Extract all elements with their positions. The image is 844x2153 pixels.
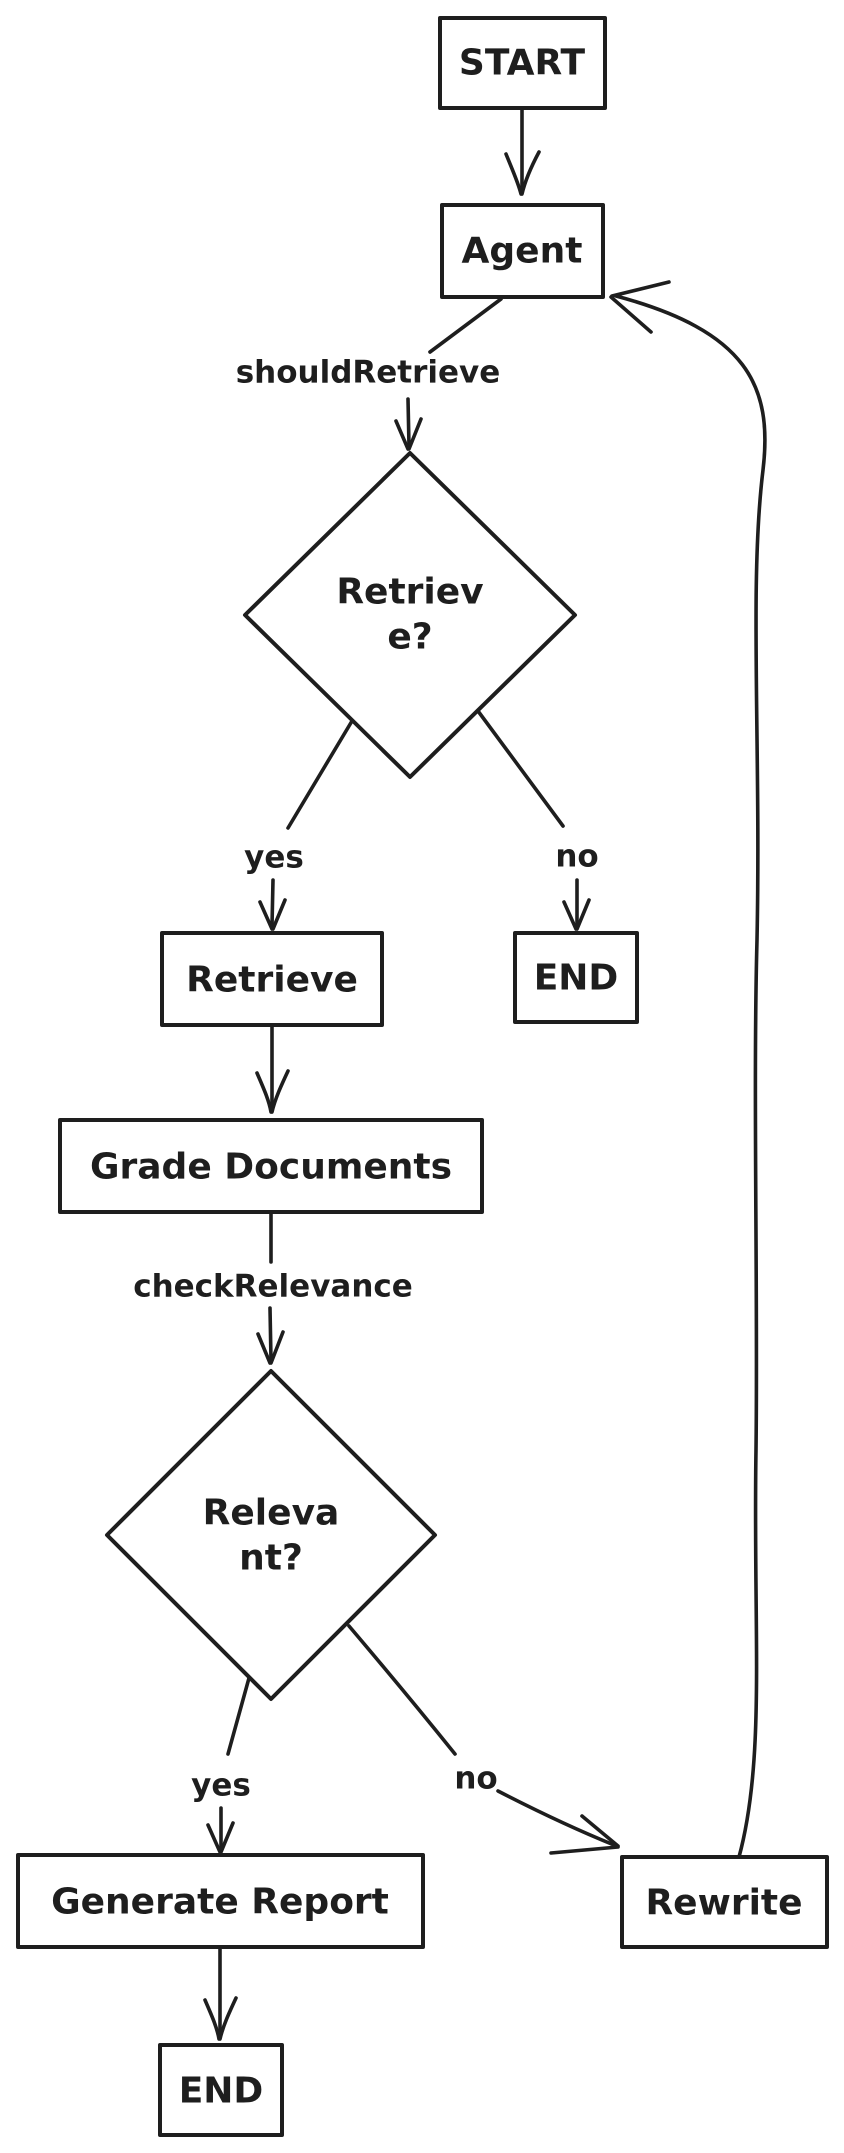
edge-generate-to-end xyxy=(203,1946,238,2041)
node-relevant-decision: Releva nt? xyxy=(105,1369,437,1701)
edge-retrieve-decision-yes: yes xyxy=(244,719,354,931)
arrowhead xyxy=(206,1823,222,1854)
edge-relevant-decision-no: no xyxy=(347,1624,620,1855)
edge-line xyxy=(406,397,411,448)
node-agent: Agent xyxy=(440,203,605,299)
node-retrieve: Retrieve xyxy=(160,931,384,1027)
node-start: START xyxy=(438,16,607,110)
node-retrieve-decision: Retriev e? xyxy=(243,451,577,779)
edge-label-retrieve-yes: yes xyxy=(244,840,304,876)
arrowhead xyxy=(575,898,591,931)
edge-line xyxy=(496,1789,616,1847)
arrowhead xyxy=(270,1069,290,1114)
edge-rewrite-to-agent xyxy=(609,280,767,1859)
node-retrieve-decision-diamond xyxy=(243,451,577,779)
edge-line xyxy=(614,294,767,1859)
edge-line xyxy=(270,878,275,928)
edge-start-to-agent xyxy=(504,108,541,196)
node-generate-report-box xyxy=(16,1853,425,1949)
edge-label-check-relevance: checkRelevance xyxy=(133,1269,413,1305)
node-end-bottom-label: END xyxy=(179,2071,264,2112)
node-retrieve-decision-label-line1: Retriev xyxy=(336,572,483,613)
arrowhead xyxy=(218,1996,238,2041)
node-relevant-decision-label-line1: Releva xyxy=(203,1493,340,1534)
node-agent-label: Agent xyxy=(462,231,583,272)
edge-line xyxy=(286,719,354,830)
node-grade-documents-label: Grade Documents xyxy=(90,1147,452,1188)
node-rewrite-label: Rewrite xyxy=(645,1883,802,1924)
edge-line xyxy=(476,709,565,828)
arrowhead xyxy=(271,898,287,931)
node-agent-box xyxy=(440,203,605,299)
edge-label-should-retrieve: shouldRetrieve xyxy=(236,355,501,391)
node-end-top-box xyxy=(513,931,639,1024)
node-end-bottom-box xyxy=(158,2043,284,2137)
node-rewrite-box xyxy=(620,1855,829,1949)
node-retrieve-box xyxy=(160,931,384,1027)
arrowhead xyxy=(258,900,274,931)
node-generate-report-label: Generate Report xyxy=(51,1882,389,1923)
arrowhead xyxy=(609,295,653,334)
node-start-label: START xyxy=(459,43,586,84)
edge-retrieve-decision-no: no xyxy=(476,709,599,931)
node-retrieve-label: Retrieve xyxy=(186,960,358,1001)
edge-label-retrieve-no: no xyxy=(555,839,598,875)
arrowhead xyxy=(255,1071,273,1114)
node-grade-documents-box xyxy=(58,1118,484,1214)
edge-relevant-decision-yes: yes xyxy=(191,1658,256,1854)
edge-grade-to-relevant-decision: checkRelevance xyxy=(133,1211,413,1365)
arrowhead xyxy=(520,150,541,196)
edge-label-relevant-no: no xyxy=(454,1761,497,1797)
node-rewrite: Rewrite xyxy=(620,1855,829,1949)
arrowhead xyxy=(256,1332,272,1365)
arrowhead xyxy=(610,280,671,298)
node-relevant-decision-label-line2: nt? xyxy=(239,1538,303,1579)
node-end-top-label: END xyxy=(534,958,619,999)
node-grade-documents: Grade Documents xyxy=(58,1118,484,1214)
node-end-top: END xyxy=(513,931,639,1024)
node-retrieve-decision-label-line2: e? xyxy=(387,617,432,658)
edge-line xyxy=(428,297,503,354)
arrowhead xyxy=(269,1330,285,1365)
arrowhead xyxy=(580,1814,620,1848)
arrowhead xyxy=(562,900,578,931)
edge-line xyxy=(347,1624,457,1756)
edge-retrieve-to-grade xyxy=(255,1024,290,1114)
arrowhead xyxy=(394,419,410,451)
node-generate-report: Generate Report xyxy=(16,1853,425,1949)
arrowhead xyxy=(504,152,523,196)
node-end-bottom: END xyxy=(158,2043,284,2137)
arrowhead xyxy=(203,1998,221,2041)
node-relevant-decision-diamond xyxy=(105,1369,437,1701)
arrowhead xyxy=(407,417,423,451)
edge-label-relevant-yes: yes xyxy=(191,1768,251,1804)
arrowhead xyxy=(219,1821,235,1854)
arrowhead xyxy=(549,1845,620,1855)
node-start-box xyxy=(438,16,607,110)
edge-agent-to-retrieve-decision: shouldRetrieve xyxy=(236,297,503,451)
edge-line xyxy=(268,1306,273,1362)
